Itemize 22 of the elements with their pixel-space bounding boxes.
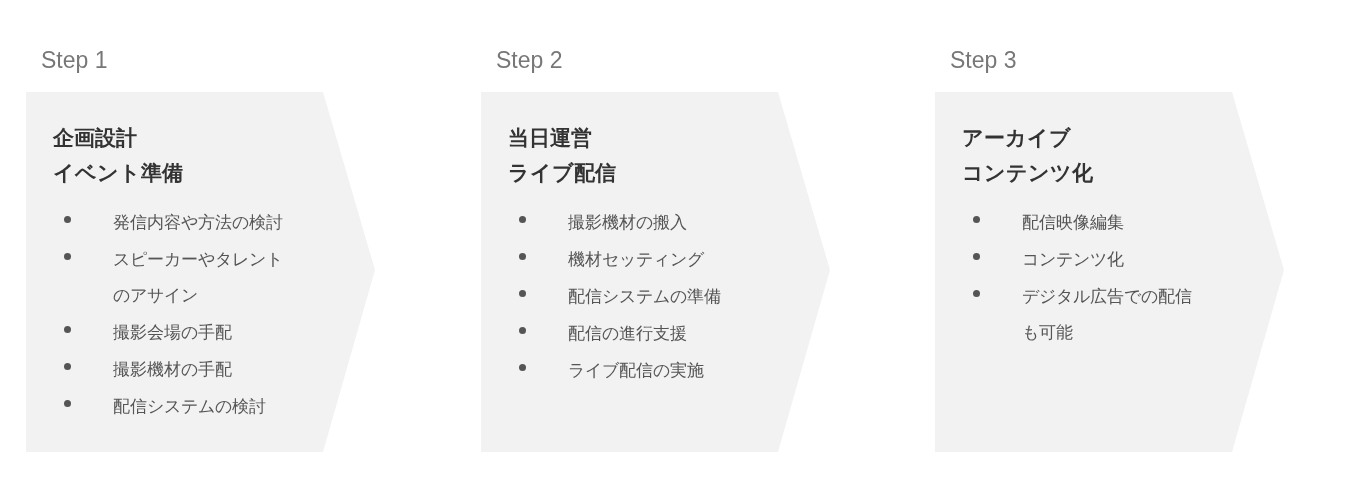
list-item-text: 配信の進行支援 bbox=[568, 322, 688, 345]
step-heading: ライブ配信 bbox=[508, 160, 616, 187]
step-label: Step 1 bbox=[41, 46, 108, 74]
step-heading: コンテンツ化 bbox=[962, 160, 1093, 187]
list-item-text: コンテンツ化 bbox=[1022, 248, 1125, 271]
step-heading: イベント準備 bbox=[53, 160, 183, 187]
list-item-text: 撮影機材の手配 bbox=[113, 358, 233, 381]
list-item-text: 配信映像編集 bbox=[1022, 211, 1125, 234]
step-heading: 当日運営 bbox=[508, 125, 592, 152]
list-item-text: 配信システムの準備 bbox=[568, 285, 722, 308]
list-item-text: 配信システムの検討 bbox=[113, 395, 267, 418]
list-item-text: スピーカーやタレントのアサイン bbox=[113, 248, 284, 307]
list-item-text: 撮影機材の搬入 bbox=[568, 211, 688, 234]
step-label: Step 2 bbox=[496, 46, 563, 74]
list-item-text: 機材セッティング bbox=[568, 248, 705, 271]
list-item-text: 撮影会場の手配 bbox=[113, 321, 233, 344]
list-item-text: 発信内容や方法の検討 bbox=[113, 211, 284, 234]
step-heading: アーカイブ bbox=[962, 125, 1071, 152]
step-heading: 企画設計 bbox=[53, 125, 137, 152]
list-item-text: ライブ配信の実施 bbox=[568, 359, 705, 382]
list-item-text: デジタル広告での配信も可能 bbox=[1022, 285, 1193, 344]
step-label: Step 3 bbox=[950, 46, 1017, 74]
